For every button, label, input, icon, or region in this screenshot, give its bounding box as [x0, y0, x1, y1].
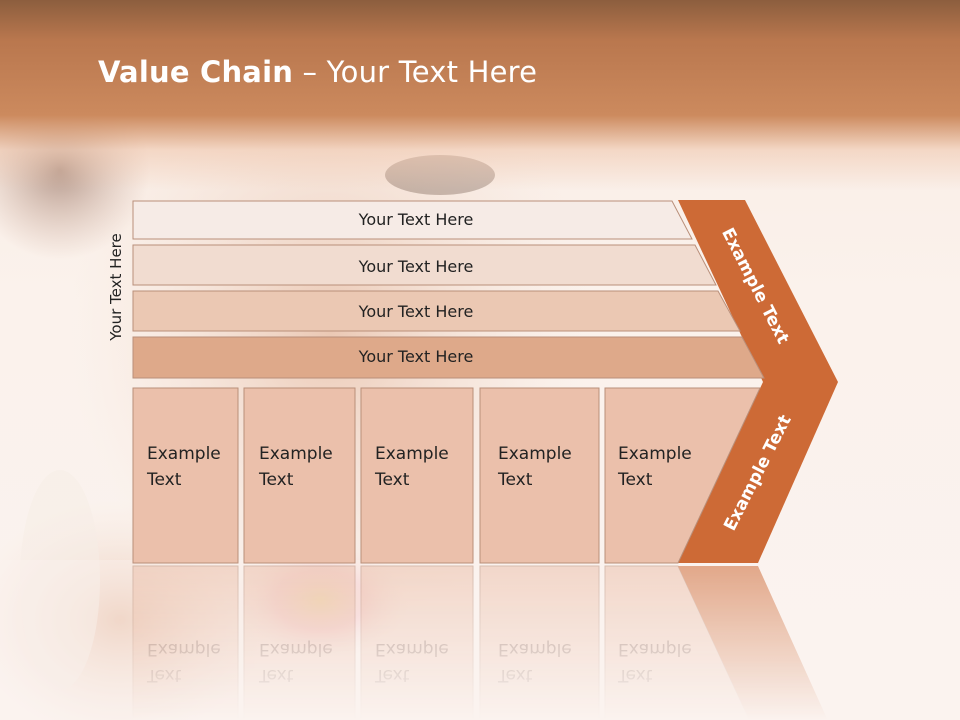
- column-label-3-line1: Example: [375, 444, 449, 464]
- column-label-1-line1: Example: [147, 444, 221, 464]
- column-label-4-line1: Example: [498, 444, 572, 464]
- svg-text:Text: Text: [497, 665, 533, 685]
- svg-text:Text: Text: [146, 665, 182, 685]
- column-label-5-line1: Example: [618, 444, 692, 464]
- svg-text:Text: Text: [617, 665, 653, 685]
- column-box-5: [604, 387, 761, 564]
- chevron-bottom: [678, 382, 838, 563]
- row-label-1: Your Text Here: [358, 210, 474, 229]
- svg-text:Example: Example: [375, 639, 449, 659]
- svg-text:Example: Example: [147, 639, 221, 659]
- column-box-2: [243, 387, 356, 564]
- column-label-2-line1: Example: [259, 444, 333, 464]
- row-label-2: Your Text Here: [358, 257, 474, 276]
- row-bars: Your Text Here Your Text Here Your Text …: [132, 200, 765, 379]
- header-band: [0, 0, 960, 190]
- row-label-4: Your Text Here: [358, 347, 474, 366]
- column-box-4: [479, 387, 600, 564]
- row-bar-3: [132, 290, 741, 332]
- row-bar-2: [132, 244, 717, 286]
- column-label-5-line2: Text: [617, 470, 653, 490]
- row-label-3: Your Text Here: [358, 302, 474, 321]
- svg-text:Text: Text: [258, 665, 294, 685]
- title-rest: – Your Text Here: [293, 55, 538, 89]
- svg-text:Example: Example: [259, 639, 333, 659]
- chevron-top: [678, 200, 838, 382]
- column-label-1-line2: Text: [146, 470, 182, 490]
- column-label-2-line2: Text: [258, 470, 294, 490]
- slide-title: Value Chain – Your Text Here: [98, 55, 537, 89]
- column-box-3: [360, 387, 474, 564]
- column-boxes: Example Text Example Text Example Text E…: [132, 387, 761, 564]
- svg-text:Text: Text: [374, 665, 410, 685]
- svg-text:Example: Example: [498, 639, 572, 659]
- title-bold: Value Chain: [98, 55, 294, 89]
- svg-text:Example: Example: [618, 639, 692, 659]
- column-label-4-line2: Text: [497, 470, 533, 490]
- row-bar-4: [132, 336, 765, 379]
- row-bar-1: [132, 200, 693, 240]
- column-box-1: [132, 387, 239, 564]
- column-label-3-line2: Text: [374, 470, 410, 490]
